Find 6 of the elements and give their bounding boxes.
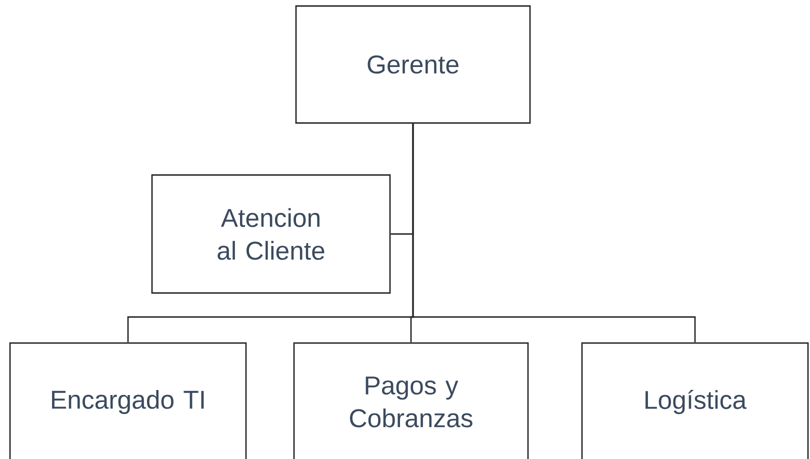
- org-box: Atencion al Cliente: [151, 174, 391, 294]
- org-box: Logística: [581, 342, 809, 459]
- org-box: Encargado TI: [9, 342, 247, 459]
- org-box: Pagos y Cobranzas: [293, 342, 529, 459]
- org-box: Gerente: [295, 5, 531, 124]
- connector-line: [412, 124, 696, 342]
